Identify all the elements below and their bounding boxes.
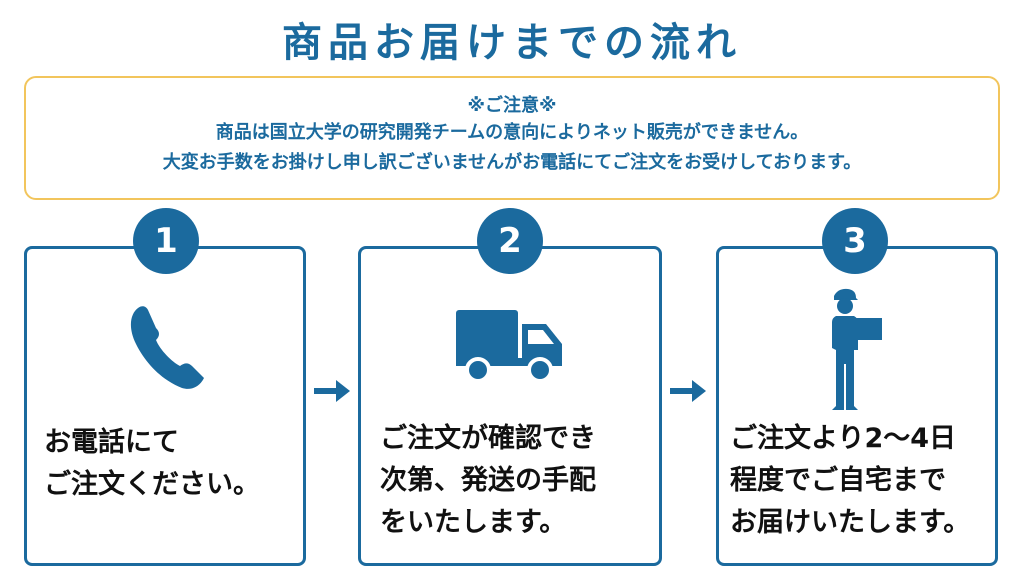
step-1-text: お電話にて ご注文ください。 bbox=[44, 422, 260, 506]
step-2-text: ご注文が確認でき 次第、発送の手配 をいたします。 bbox=[380, 418, 596, 544]
page-title: 商品お届けまでの流れ bbox=[282, 20, 742, 66]
step-3-line-1: ご注文より2〜4日 bbox=[730, 423, 957, 454]
step-1-badge: 1 bbox=[133, 208, 199, 274]
notice-line-2: 大変お手数をお掛けし申し訳ございませんがお電話にてご注文をお受けしております。 bbox=[162, 152, 862, 173]
step-3-line-3: お届けいたします。 bbox=[730, 507, 971, 538]
step-3-badge: 3 bbox=[822, 208, 888, 274]
step-3-line-2: 程度でご自宅まで bbox=[730, 465, 946, 496]
step-3-text: ご注文より2〜4日 程度でご自宅まで お届けいたします。 bbox=[730, 418, 970, 544]
step-2-line-1: ご注文が確認でき bbox=[380, 423, 596, 454]
phone-icon bbox=[130, 306, 204, 389]
delivery-person-icon bbox=[832, 288, 882, 410]
notice-box: ※ご注意※ 商品は国立大学の研究開発チームの意向によりネット販売ができません。 … bbox=[24, 76, 1000, 200]
arrow-right-icon-2 bbox=[670, 380, 706, 402]
notice-line-1: 商品は国立大学の研究開発チームの意向によりネット販売ができません。 bbox=[215, 122, 809, 143]
step-2-line-2: 次第、発送の手配 bbox=[380, 465, 596, 496]
arrow-right-icon-1 bbox=[314, 380, 350, 402]
step-2-box bbox=[358, 246, 662, 566]
step-1-line-1: お電話にて bbox=[44, 427, 179, 458]
step-1-box bbox=[24, 246, 306, 566]
step-2-line-3: をいたします。 bbox=[380, 507, 567, 538]
notice-heading: ※ご注意※ bbox=[467, 95, 557, 116]
step-2-badge: 2 bbox=[477, 208, 543, 274]
step-1-line-2: ご注文ください。 bbox=[44, 469, 260, 500]
truck-icon bbox=[456, 310, 562, 383]
